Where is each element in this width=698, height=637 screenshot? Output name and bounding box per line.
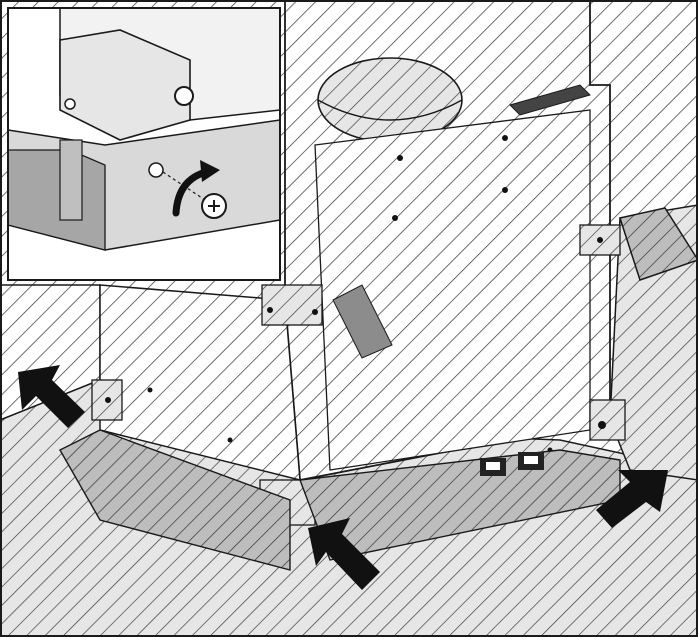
arrow-top-left [18,365,85,428]
inset-detail [8,8,280,280]
mounting-plate-right [579,224,621,256]
inset-clip [59,139,83,221]
inset-hole [148,162,164,178]
mounting-plate-left [261,284,323,326]
duct-rim [317,99,463,121]
curved-arrow-icon [172,160,220,217]
upper-bracket [509,84,591,116]
right-housing-top [619,207,698,281]
mounting-plate-bottom-right [589,399,626,441]
arrow-right [596,470,668,528]
lower-tray [59,429,291,571]
inset-frame [7,7,281,281]
screw-icon [201,193,227,219]
arrow-center-gray [332,284,393,359]
connector-cluster [480,452,544,476]
arrow-bottom-center [308,518,380,590]
inset-screw-top [174,86,194,106]
bracket-plate [59,29,191,141]
inset-screw-small [64,98,76,110]
